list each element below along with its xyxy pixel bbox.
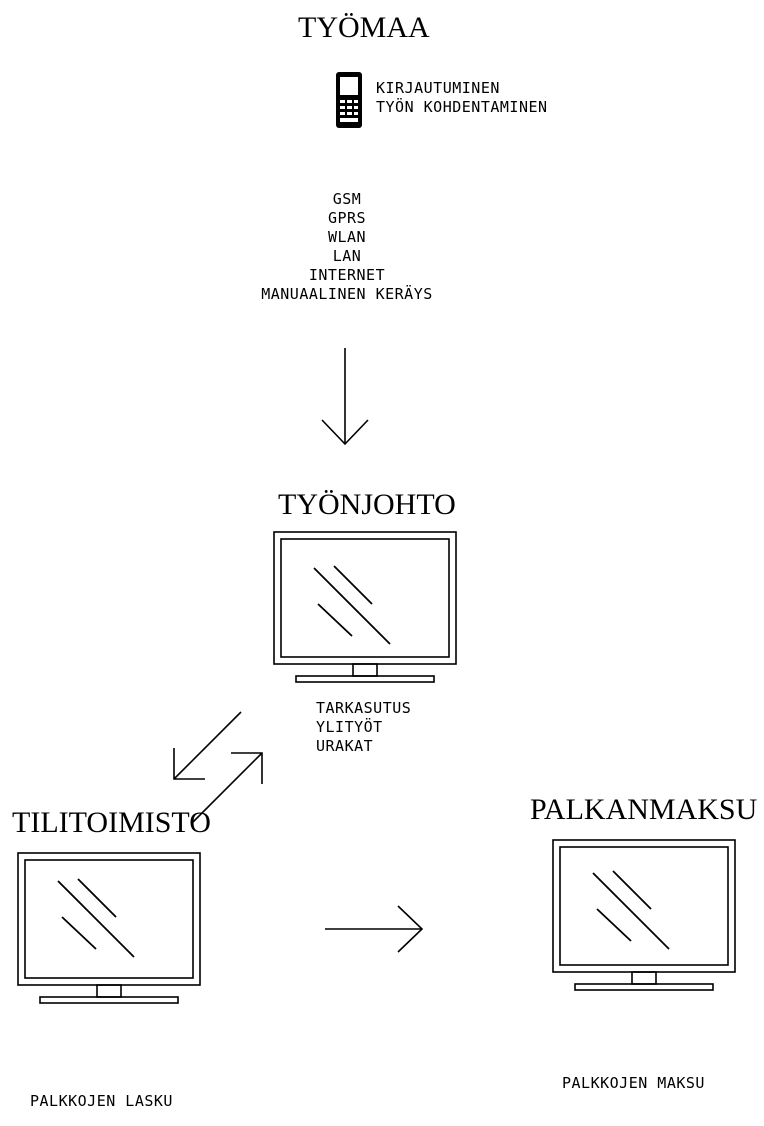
arrow-right-icon	[325, 905, 424, 953]
connection-item: MANUAALINEN KERÄYS	[261, 285, 433, 303]
tyomaa-title: TYÖMAA	[298, 11, 430, 44]
palkanmaksu-title: PALKANMAKSU	[530, 793, 758, 826]
mobile-phone-icon	[336, 72, 362, 128]
tyonjohto-title: TYÖNJOHTO	[278, 488, 456, 521]
connection-methods-list: GSM GPRS WLAN LAN INTERNET MANUAALINEN K…	[232, 190, 462, 304]
task-item: YLITYÖT	[316, 718, 383, 736]
palkanmaksu-caption: PALKKOJEN MAKSU	[562, 1074, 705, 1092]
computer-monitor-icon	[273, 531, 457, 683]
connection-item: LAN	[332, 247, 362, 265]
tilitoimisto-caption: PALKKOJEN LASKU	[30, 1092, 173, 1110]
task-item: URAKAT	[316, 737, 374, 755]
connection-item: WLAN	[327, 228, 367, 246]
connection-item: GPRS	[327, 209, 367, 227]
phone-functions-list: KIRJAUTUMINEN TYÖN KOHDENTAMINEN	[376, 79, 548, 117]
arrow-down-icon	[321, 348, 369, 446]
tilitoimisto-title: TILITOIMISTO	[12, 806, 211, 839]
computer-monitor-icon	[17, 852, 201, 1004]
phone-function-allocation: TYÖN KOHDENTAMINEN	[376, 98, 548, 116]
tyonjohto-tasks-list: TARKASUTUS YLITYÖT URAKAT	[316, 699, 411, 756]
computer-monitor-icon	[552, 839, 736, 991]
exchange-arrows-icon	[173, 711, 263, 823]
connection-item: GSM	[332, 190, 362, 208]
connection-item: INTERNET	[308, 266, 386, 284]
task-item: TARKASUTUS	[316, 699, 412, 717]
phone-function-login: KIRJAUTUMINEN	[376, 79, 500, 97]
